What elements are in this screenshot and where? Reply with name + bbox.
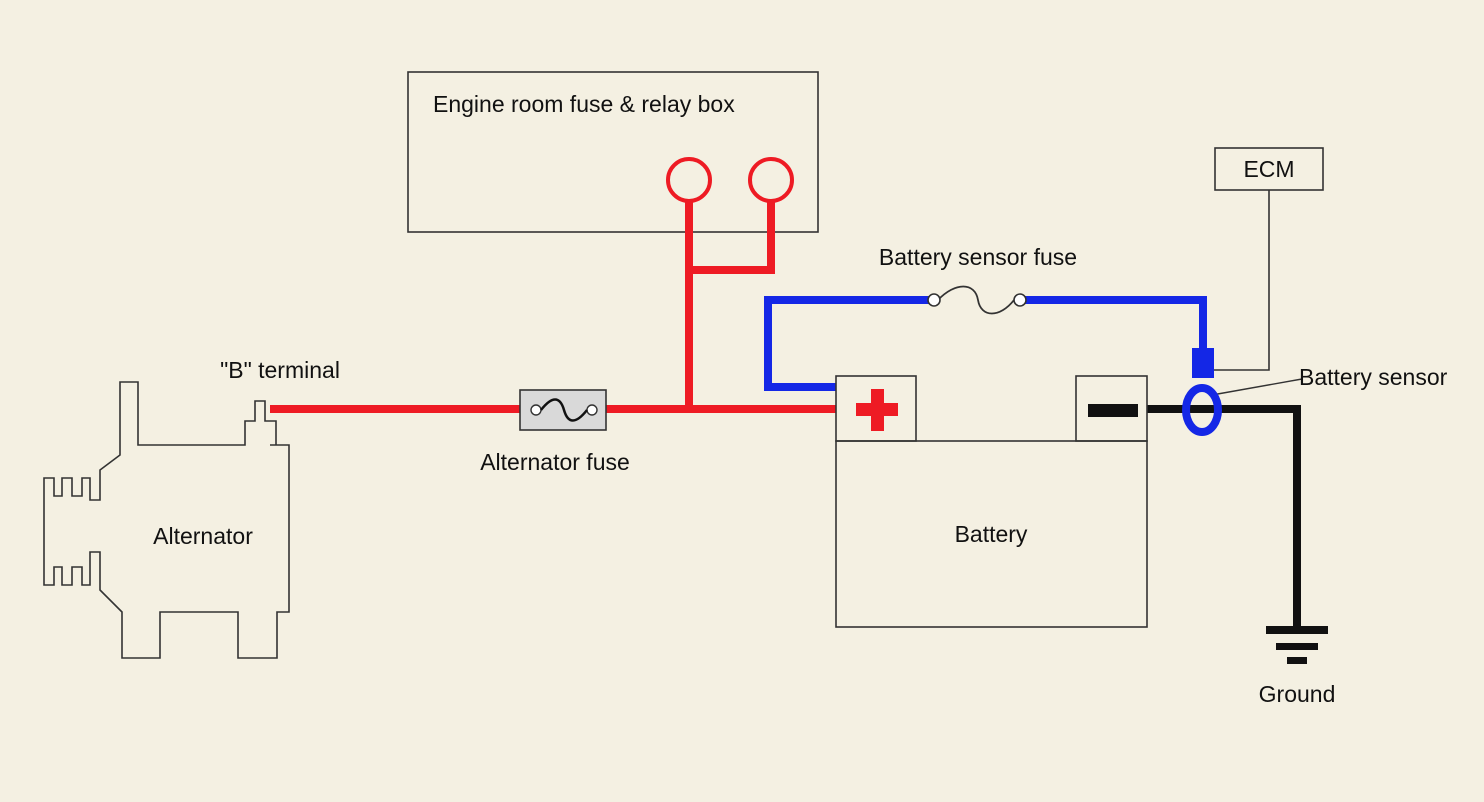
battery: Battery (835, 375, 1148, 628)
ground-bar-1 (1266, 626, 1328, 634)
ground-bar-2 (1276, 643, 1318, 650)
alternator: Alternator (43, 381, 290, 659)
positive-sign-icon (856, 389, 898, 431)
alternator-label: Alternator (153, 523, 253, 549)
battery-sensor-label: Battery sensor (1299, 364, 1448, 390)
battery-sensor-fuse-label: Battery sensor fuse (879, 244, 1077, 270)
battery-positive-post (835, 375, 917, 442)
negative-sign-icon (1088, 404, 1138, 417)
positive-wiring (270, 200, 836, 413)
battery-negative-post (1075, 375, 1148, 442)
fuse-relay-box: Engine room fuse & relay box (407, 71, 819, 233)
fuse-box-terminal-left (666, 157, 712, 203)
ground-bar-3 (1287, 657, 1307, 664)
fuse-box-terminal-right (748, 157, 794, 203)
alternator-fuse-contact-left (530, 404, 542, 416)
ground-symbol (1266, 626, 1328, 664)
battery-label: Battery (955, 521, 1028, 547)
wire-battery-to-ground (1147, 405, 1301, 628)
ground-label: Ground (1259, 681, 1336, 707)
battery-sensor-leader (1211, 378, 1303, 396)
fuse-relay-box-outline (407, 71, 819, 233)
ecm: ECM (1213, 147, 1324, 371)
wire-sensor-fuse-to-sensor (1020, 296, 1207, 355)
positive-sign-vertical (871, 389, 884, 431)
battery-sensor-ring (1182, 384, 1222, 436)
ecm-label: ECM (1243, 156, 1294, 182)
ecm-signal-line (1213, 190, 1270, 371)
battery-sensor-fuse (927, 285, 1027, 315)
alternator-fuse (519, 389, 607, 431)
battery-sensor-fuse-element (937, 285, 1015, 315)
sensor-wiring (764, 296, 1207, 391)
fuse-relay-box-label: Engine room fuse & relay box (433, 91, 735, 117)
alternator-fuse-label: Alternator fuse (480, 449, 630, 475)
alternator-fuse-contact-right (586, 404, 598, 416)
alternator-outline (43, 381, 290, 659)
b-terminal-label: "B" terminal (220, 357, 340, 383)
battery-sensor-fuse-contact-right (1013, 293, 1027, 307)
alternator-fuse-element (540, 398, 588, 422)
battery-sensor-fuse-contact-left (927, 293, 941, 307)
battery-sensor (1182, 348, 1222, 436)
battery-body (835, 440, 1148, 628)
ground-wiring (1147, 405, 1301, 628)
wire-battery-to-sensor-fuse (764, 296, 932, 391)
battery-sensor-body (1192, 348, 1214, 378)
